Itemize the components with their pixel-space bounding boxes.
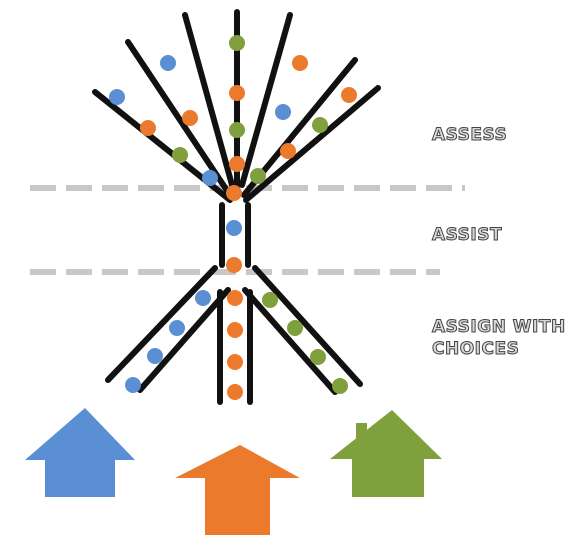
dot-orange bbox=[227, 354, 243, 370]
trunk bbox=[219, 202, 251, 268]
dot-orange bbox=[140, 120, 156, 136]
branch-far-right bbox=[243, 85, 381, 203]
dot-orange bbox=[292, 55, 308, 71]
dot-green bbox=[332, 378, 348, 394]
dot-orange bbox=[229, 156, 245, 172]
assist-label: ASSIST bbox=[431, 225, 503, 246]
dot-green bbox=[250, 168, 266, 184]
dot-green bbox=[172, 147, 188, 163]
dot-blue bbox=[169, 320, 185, 336]
dot-blue bbox=[226, 220, 242, 236]
dot-green bbox=[312, 117, 328, 133]
blue-house-icon bbox=[25, 408, 135, 497]
green-house-icon bbox=[330, 410, 442, 497]
dot-green bbox=[310, 349, 326, 365]
assign-with-choices-label: ASSIGN WITH CHOICES bbox=[432, 317, 566, 360]
dot-orange bbox=[280, 143, 296, 159]
dot-orange bbox=[226, 257, 242, 273]
dot-blue bbox=[125, 377, 141, 393]
lower-branch-right-b bbox=[252, 265, 363, 387]
dot-green bbox=[229, 122, 245, 138]
dot-blue bbox=[147, 348, 163, 364]
orange-house-icon bbox=[175, 445, 300, 535]
dot-green bbox=[287, 320, 303, 336]
dot-blue bbox=[275, 104, 291, 120]
dots bbox=[109, 35, 357, 400]
lower-branch-left-b bbox=[137, 287, 231, 393]
dot-blue bbox=[195, 290, 211, 306]
dot-orange bbox=[226, 185, 242, 201]
dot-orange bbox=[227, 384, 243, 400]
dot-blue bbox=[109, 89, 125, 105]
dot-orange bbox=[341, 87, 357, 103]
dot-green bbox=[229, 35, 245, 51]
dot-orange bbox=[227, 290, 243, 306]
dot-orange bbox=[229, 85, 245, 101]
branch-right-3 bbox=[239, 12, 293, 188]
dot-orange bbox=[182, 110, 198, 126]
dot-orange bbox=[227, 322, 243, 338]
branch-left-2 bbox=[125, 39, 233, 198]
dot-green bbox=[262, 292, 278, 308]
dot-blue bbox=[202, 170, 218, 186]
lower-branch-right-a bbox=[242, 287, 338, 395]
lower-branches bbox=[105, 265, 363, 405]
assess-label: ASSESS bbox=[431, 125, 508, 146]
branch-left-3 bbox=[182, 12, 235, 188]
lower-branch-left-a bbox=[105, 265, 218, 383]
dot-blue bbox=[160, 55, 176, 71]
